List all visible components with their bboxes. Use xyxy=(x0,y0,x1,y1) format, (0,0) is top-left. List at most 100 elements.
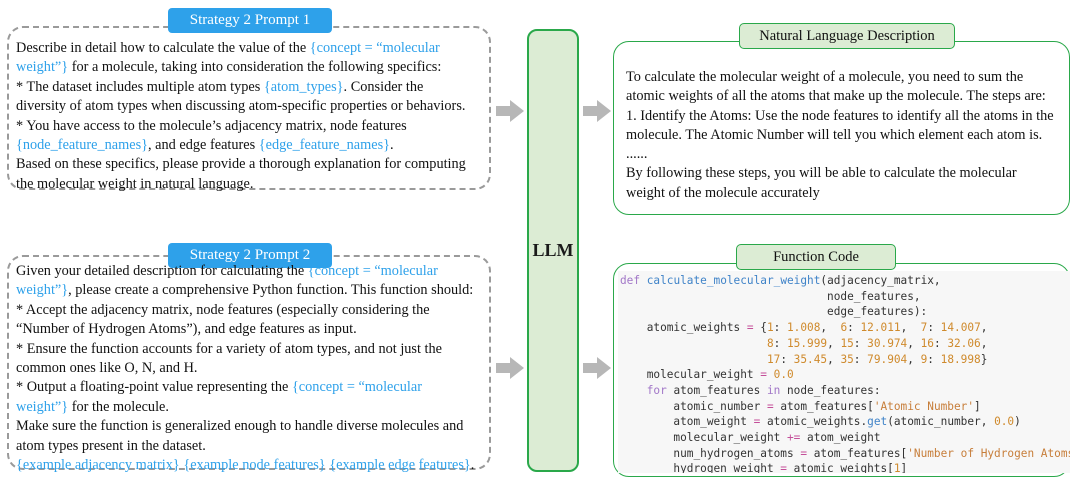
code-token: 15 xyxy=(840,336,854,350)
code-line: atomic_number = atom_features['Atomic Nu… xyxy=(620,399,1070,415)
code-token: 'Number of Hydrogen Atoms' xyxy=(907,446,1070,460)
code-token xyxy=(620,384,647,397)
prompt1-line: * You have access to the molecule’s adja… xyxy=(16,117,466,136)
code-token: 17 xyxy=(766,352,781,366)
code-token: for xyxy=(646,383,667,397)
code-token: 30.974 xyxy=(867,336,908,350)
code-token: atomic_weights xyxy=(620,321,747,335)
code-line: 8: 15.999, 15: 30.974, 16: 32.06, xyxy=(620,336,1070,352)
text-segment: Describe in detail how to calculate the … xyxy=(16,40,310,56)
placeholder-segment: weight”} xyxy=(16,398,69,415)
prompt2-line: atom types present in the dataset. xyxy=(16,437,474,456)
code-token: atom_weight xyxy=(620,415,754,429)
text-segment: * Output a floating-point value represen… xyxy=(16,379,292,396)
code-token: 35 xyxy=(840,352,854,366)
description-text: To calculate the molecular weight of a m… xyxy=(626,68,1054,203)
placeholder-segment: {concept = “molecular xyxy=(291,379,422,396)
prompt1-line: diversity of atom types when discussing … xyxy=(16,97,466,116)
prompt1-tag: Strategy 2 Prompt 1 xyxy=(168,8,332,33)
code-token: 14.007 xyxy=(940,321,981,335)
text-segment: * The dataset includes multiple atom typ… xyxy=(16,78,264,95)
code-token: in xyxy=(766,383,781,397)
code-line: def calculate_molecular_weight(adjacency… xyxy=(620,273,1070,289)
code-line: atomic_weights = {1: 1.008, 6: 12.011, 7… xyxy=(620,320,1070,336)
prompt2-text: Given your detailed description for calc… xyxy=(16,262,474,475)
description-line: molecule. The Atomic Number will tell yo… xyxy=(626,126,1043,143)
description-line: ...... xyxy=(626,146,648,163)
text-segment: diversity of atom types when discussing … xyxy=(16,98,466,115)
llm-label: LLM xyxy=(532,240,574,260)
code-token: , xyxy=(980,321,988,335)
code-token: edge_features): xyxy=(620,305,928,319)
prompt1-line: {node_feature_names}, and edge features … xyxy=(16,136,466,155)
description-tag: Natural Language Description xyxy=(739,23,955,49)
placeholder-segment: {concept = “molecular xyxy=(307,263,438,279)
code-line: node_features, xyxy=(620,289,1070,305)
code-token: 79.904 xyxy=(867,352,908,366)
text-segment: * You have access to the molecule’s adja… xyxy=(16,117,407,134)
code-line: edge_features): xyxy=(620,304,1070,320)
code-token: 6 xyxy=(840,321,848,335)
code-token: ] xyxy=(900,462,908,473)
prompt1-line: the molecular weight in natural language… xyxy=(16,175,466,194)
code-token: , xyxy=(900,321,921,335)
code-token: atom_features[ xyxy=(773,399,874,413)
code-token: = xyxy=(760,368,767,382)
prompt2-line: Make sure the function is generalized en… xyxy=(16,417,474,436)
code-token: : xyxy=(853,352,868,366)
code-token: , xyxy=(827,352,841,366)
code-token: calculate_molecular_weight xyxy=(646,274,821,287)
code-token xyxy=(640,274,647,287)
text-segment: atom types present in the dataset. xyxy=(16,437,206,454)
code-line: num_hydrogen_atoms = atom_features['Numb… xyxy=(620,446,1070,462)
code-token: , xyxy=(820,321,841,335)
code-token: : xyxy=(780,352,794,366)
prompt2-line: * Accept the adjacency matrix, node feat… xyxy=(16,301,474,320)
code-line: for atom_features in node_features: xyxy=(620,383,1070,399)
prompt1-line: weight”} for a molecule, taking into con… xyxy=(16,58,466,77)
code-line: atom_weight = atomic_weights.get(atomic_… xyxy=(620,414,1070,430)
code-token: 0.0 xyxy=(994,415,1015,429)
description-line: To calculate the molecular weight of a m… xyxy=(626,69,1024,85)
description-line: By following these steps, you will be ab… xyxy=(626,165,1017,182)
arrow-llm-to-description xyxy=(583,100,611,122)
placeholder-segment: {node_feature_names} xyxy=(16,137,149,154)
code-token: atomic_weights[ xyxy=(786,462,894,473)
description-line: atomic weights of all the atoms that mak… xyxy=(626,88,1046,105)
code-token: = xyxy=(800,446,808,460)
code-token: : xyxy=(853,336,868,350)
code-token: 32.06 xyxy=(947,336,981,350)
code-token: = xyxy=(780,462,787,473)
text-segment: the molecular weight in natural language… xyxy=(16,175,254,192)
code-line: 17: 35.45, 35: 79.904, 9: 18.998} xyxy=(620,352,1070,368)
text-segment: * Ensure the function accounts for a var… xyxy=(16,340,443,357)
code-token: def xyxy=(620,274,641,287)
arrow-prompt1-to-llm xyxy=(496,100,524,122)
code-token: atom_features xyxy=(666,383,767,397)
code-line: molecular_weight += atom_weight xyxy=(620,430,1070,446)
code-token xyxy=(620,353,767,366)
code-token: molecular_weight xyxy=(620,368,761,382)
placeholder-segment: {edge_feature_names} xyxy=(258,137,390,154)
text-segment: for the molecule. xyxy=(68,398,169,415)
code-token: hydrogen_weight xyxy=(620,462,781,473)
text-segment: . xyxy=(470,457,475,474)
code-token: 7 xyxy=(920,321,928,335)
text-segment: Given your detailed description for calc… xyxy=(16,263,308,279)
code-token: atom_features[ xyxy=(807,446,908,460)
prompt2-line: {example adjacency matrix} {example node… xyxy=(16,456,474,475)
code-token: : xyxy=(847,321,861,335)
text-segment: Based on these specifics, please provide… xyxy=(16,156,466,173)
description-box xyxy=(613,41,1070,215)
code-token: ] xyxy=(974,399,981,413)
text-segment: , and edge features xyxy=(148,137,259,154)
placeholder-segment: {example adjacency matrix} {example node… xyxy=(16,457,471,474)
code-token: 35.45 xyxy=(793,352,828,366)
code-token: = xyxy=(753,415,761,429)
code-token xyxy=(767,368,774,381)
placeholder-segment: weight”} xyxy=(16,59,69,76)
prompt1-line: * The dataset includes multiple atom typ… xyxy=(16,78,466,97)
text-segment: * Accept the adjacency matrix, node feat… xyxy=(16,301,430,318)
prompt2-line: * Output a floating-point value represen… xyxy=(16,378,474,397)
code-token: : xyxy=(773,336,787,350)
